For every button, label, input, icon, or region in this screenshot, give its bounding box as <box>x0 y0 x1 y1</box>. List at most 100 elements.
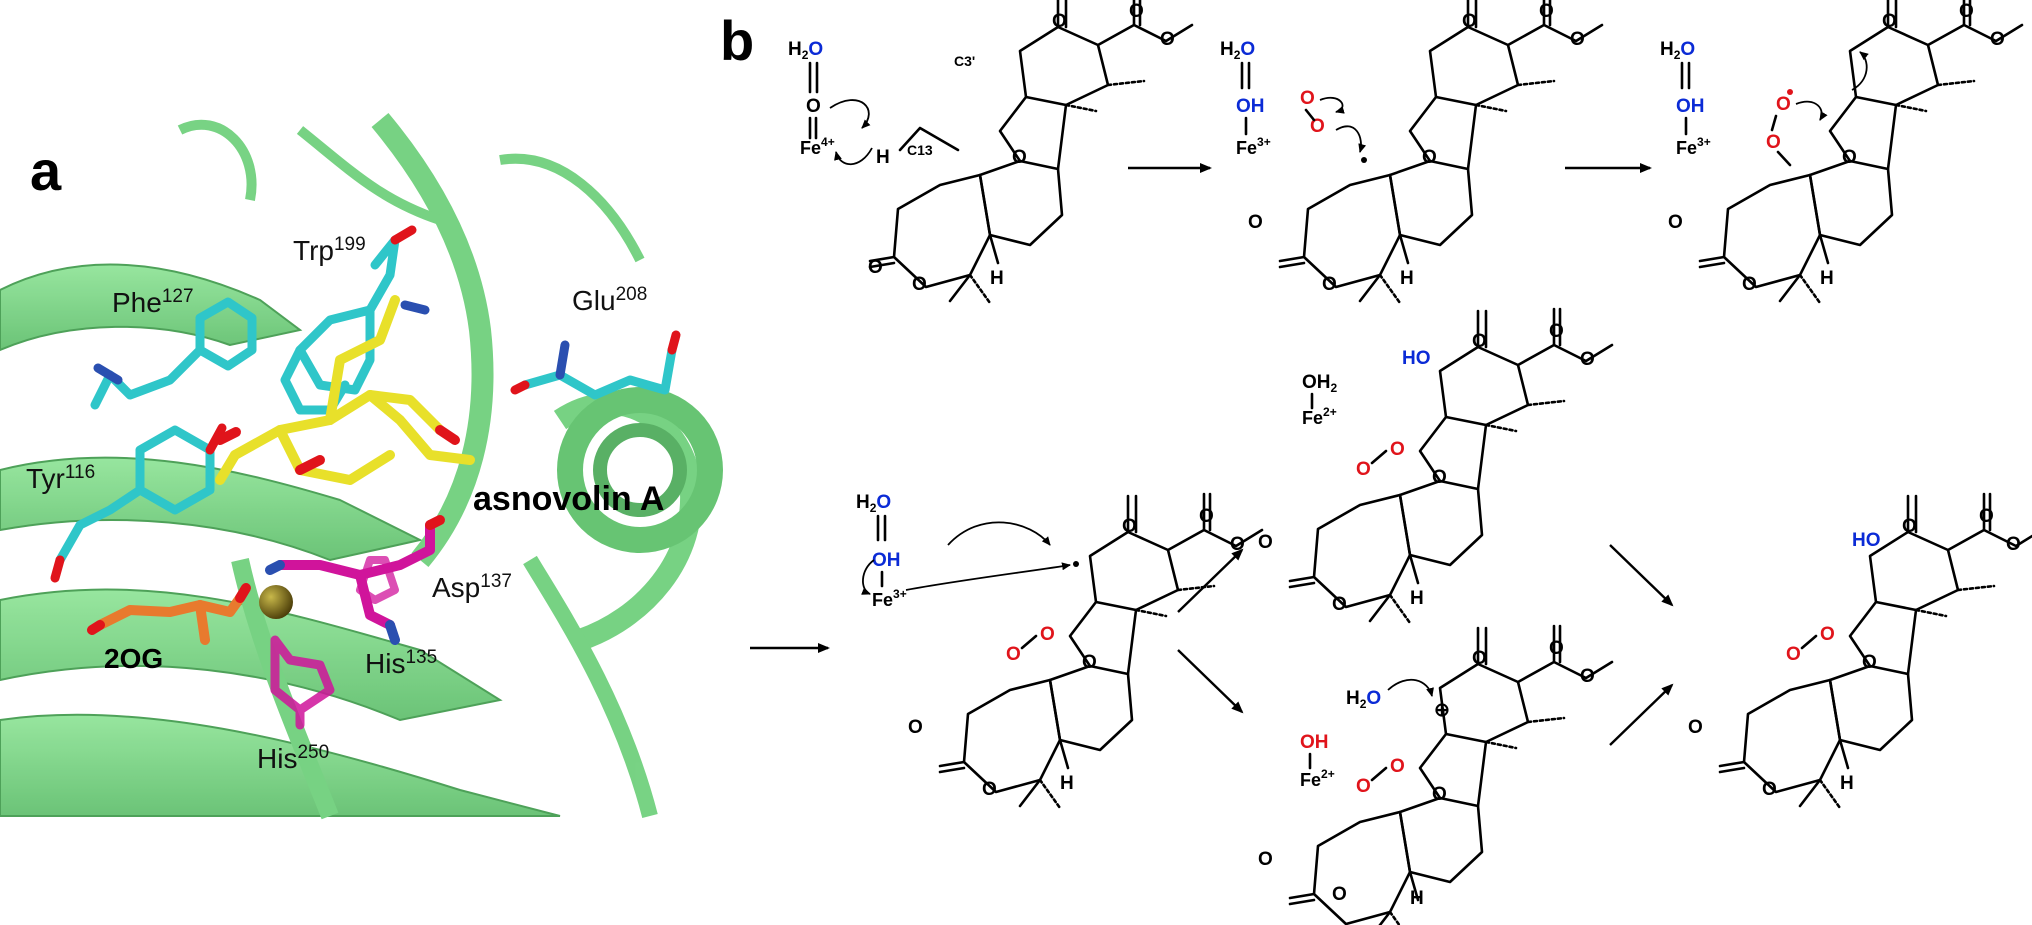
structure-2: O O H O O O O O O H2O OH Fe3+ <box>1220 0 1604 305</box>
label-his250: His250 <box>257 742 329 774</box>
s1-ketone-o: O <box>1052 11 1067 32</box>
s4-ketone-o: O <box>1122 516 1137 537</box>
s5-ester-o2: O <box>1580 349 1595 370</box>
residue-glu208-sticks <box>510 330 681 400</box>
panel-b-label: b <box>720 9 754 72</box>
s5-lactone-o: O <box>1258 532 1273 553</box>
s4-peroxide-o1: O <box>1040 624 1055 645</box>
s7-peroxide-o2: O <box>1786 644 1801 665</box>
arrow-4a <box>1177 548 1244 613</box>
residue-tyr116-sticks <box>50 423 227 583</box>
s1-c13-h: H <box>876 147 890 168</box>
s4-ring-o: O <box>982 779 997 800</box>
s2-oh: OH <box>1236 96 1265 117</box>
s3-water: H2O <box>1660 39 1695 62</box>
s3-ring-o: O <box>1742 274 1757 295</box>
s3-radical-dot <box>1787 89 1793 95</box>
structure-1: O O H O O O O C3' C13 H H2O O Fe4+ <box>788 0 1194 305</box>
s4-thf-o: O <box>1082 652 1097 673</box>
s6-ring-o: O <box>1332 884 1347 905</box>
label-2og: 2OG <box>104 643 163 674</box>
s1-lactone-o: O <box>868 257 883 278</box>
s1-h: H <box>990 268 1004 289</box>
s3-h: H <box>1820 268 1834 289</box>
s1-ester-o2: O <box>1160 29 1175 50</box>
s7-peroxide-o1: O <box>1820 624 1835 645</box>
structure-5: O O H O O O O HO O O OH2 Fe2+ <box>1258 307 1614 625</box>
s5-oh2: OH2 <box>1302 372 1338 395</box>
s5-thf-o: O <box>1432 467 1447 488</box>
s3-oh: OH <box>1676 96 1705 117</box>
s5-ring-o: O <box>1332 594 1347 615</box>
s2-fe3: Fe3+ <box>1236 135 1271 158</box>
s6-peroxide-o2: O <box>1356 776 1371 797</box>
s6-cation: ⊕ <box>1434 700 1450 721</box>
arrow-5b <box>1609 683 1674 746</box>
label-trp199: Trp199 <box>293 234 366 266</box>
s2-ester-o2: O <box>1570 29 1585 50</box>
s5-h: H <box>1410 588 1424 609</box>
s7-ester-o1: O <box>1979 506 1994 527</box>
s5-fe2: Fe2+ <box>1302 405 1337 428</box>
s4-ester-o1: O <box>1199 506 1214 527</box>
s4-water: H2O <box>856 492 891 515</box>
s7-ring-o: O <box>1762 779 1777 800</box>
s6-lactone-o: O <box>1258 849 1273 870</box>
s5-peroxide-o1: O <box>1390 439 1405 460</box>
arrow-5a <box>1609 544 1674 607</box>
s3-thf-o: O <box>1842 147 1857 168</box>
s1-thf-o: O <box>1012 147 1027 168</box>
s6-water: H2O <box>1346 688 1381 711</box>
s3-fe3: Fe3+ <box>1676 135 1711 158</box>
label-asnovolin-a: asnovolin A <box>473 480 664 518</box>
s2-lactone-o: O <box>1248 212 1263 233</box>
s4-radical-dot <box>1073 561 1079 567</box>
s6-ester-o2: O <box>1580 666 1595 687</box>
s7-h: H <box>1840 773 1854 794</box>
residue-phe127-sticks <box>90 297 257 410</box>
panel-b: b O O H O O O O C3' C13 H H2O O Fe4+ <box>720 0 2032 925</box>
s1-ester-o1: O <box>1129 1 1144 22</box>
s6-ester-o1: O <box>1549 638 1564 659</box>
s5-ketone-o: O <box>1472 331 1487 352</box>
s1-ring-o: O <box>912 274 927 295</box>
panel-a: a Phe127 Trp199 Glu208 Tyr116 Asp137 His… <box>0 100 723 820</box>
s2-water: H2O <box>1220 39 1255 62</box>
s6-oh: OH <box>1300 732 1329 753</box>
s3-peroxyl-o1: O <box>1776 94 1791 115</box>
cofactor-2og-sticks <box>87 583 251 645</box>
protein-cartoon <box>0 112 723 820</box>
label-glu208: Glu208 <box>572 284 647 316</box>
structure-6: O O H O O O O ⊕ O O H2O OH Fe2+ <box>1258 624 1614 925</box>
s6-ketone-o: O <box>1472 648 1487 669</box>
s6-thf-o: O <box>1432 784 1447 805</box>
s2-h: H <box>1400 268 1414 289</box>
ligand-asnovolin-a-sticks <box>215 295 475 485</box>
s4-peroxide-o2: O <box>1006 644 1021 665</box>
s5-ho: HO <box>1402 348 1431 369</box>
s1-oxo: O <box>806 96 821 117</box>
s7-ho: HO <box>1852 530 1881 551</box>
s6-peroxide-o1: O <box>1390 756 1405 777</box>
s4-lactone-o: O <box>908 717 923 738</box>
s7-ketone-o: O <box>1902 516 1917 537</box>
s7-thf-o: O <box>1862 652 1877 673</box>
s3-ester-o1: O <box>1959 1 1974 22</box>
label-his135: His135 <box>365 647 437 679</box>
residue-his250-sticks <box>270 635 335 730</box>
s3-lactone-o: O <box>1668 212 1683 233</box>
structure-7: O O H O O O O HO O O <box>1688 492 2032 810</box>
s1-fe4: Fe4+ <box>800 135 835 158</box>
s2-thf-o: O <box>1422 147 1437 168</box>
s6-fe2: Fe2+ <box>1300 767 1335 790</box>
structure-4: O O H O O O O O O H2O OH Fe3+ <box>856 492 1264 810</box>
s1-c3p-label: C3' <box>954 53 975 69</box>
s3-ester-o2: O <box>1990 29 2005 50</box>
s6-h: H <box>1410 888 1424 909</box>
label-phe127: Phe127 <box>112 286 194 318</box>
s4-fe3: Fe3+ <box>872 587 907 610</box>
s1-water: H2O <box>788 39 823 62</box>
iron-atom <box>259 585 293 619</box>
residue-asp137-his135-sticks <box>265 515 445 645</box>
